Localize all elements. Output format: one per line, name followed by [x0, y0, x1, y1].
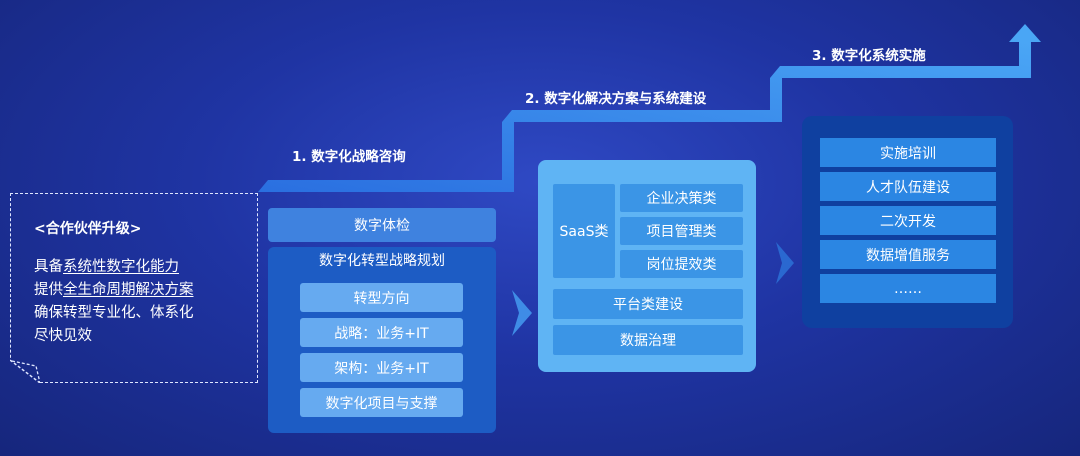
column3-item: 数据增值服务	[820, 240, 996, 269]
column1-item: 数字化项目与支撑	[300, 388, 463, 417]
step-2-label: 2. 数字化解决方案与系统建设	[525, 91, 707, 107]
data-governance-box: 数据治理	[553, 325, 743, 355]
step-1-label: 1. 数字化战略咨询	[292, 149, 406, 165]
column1-item: 架构：业务+IT	[300, 353, 463, 382]
column3-item: 二次开发	[820, 206, 996, 235]
partner-box	[10, 193, 258, 383]
partner-line-1: 具备系统性数字化能力	[34, 259, 179, 275]
digital-checkup-box: 数字体检	[268, 208, 496, 242]
arrow-head-icon	[1009, 24, 1041, 42]
partner-lines: 具备系统性数字化能力 提供全生命周期解决方案 确保转型专业化、体系化 尽快见效	[34, 256, 194, 348]
column3-item: ……	[820, 274, 996, 303]
saas-item: 岗位提效类	[620, 250, 743, 278]
saas-item: 企业决策类	[620, 184, 743, 212]
column3-item: 实施培训	[820, 138, 996, 167]
page-fold-icon	[10, 360, 40, 383]
chevron-right-icon	[776, 242, 794, 284]
column3-item: 人才队伍建设	[820, 172, 996, 201]
column1-item: 转型方向	[300, 283, 463, 312]
chevron-right-icon	[512, 290, 532, 336]
stair-band	[258, 42, 1031, 192]
partner-line-2: 提供全生命周期解决方案	[34, 282, 194, 298]
partner-line-4: 尽快见效	[34, 328, 92, 344]
strategy-planning-header: 数字化转型战略规划	[319, 253, 445, 269]
saas-item: 项目管理类	[620, 217, 743, 245]
step-3-label: 3. 数字化系统实施	[812, 48, 926, 64]
partner-title: <合作伙伴升级>	[34, 221, 142, 237]
saas-label: SaaS类	[553, 184, 615, 278]
column1-item: 战略：业务+IT	[300, 318, 463, 347]
platform-build-box: 平台类建设	[553, 289, 743, 319]
partner-line-3: 确保转型专业化、体系化	[34, 305, 194, 321]
